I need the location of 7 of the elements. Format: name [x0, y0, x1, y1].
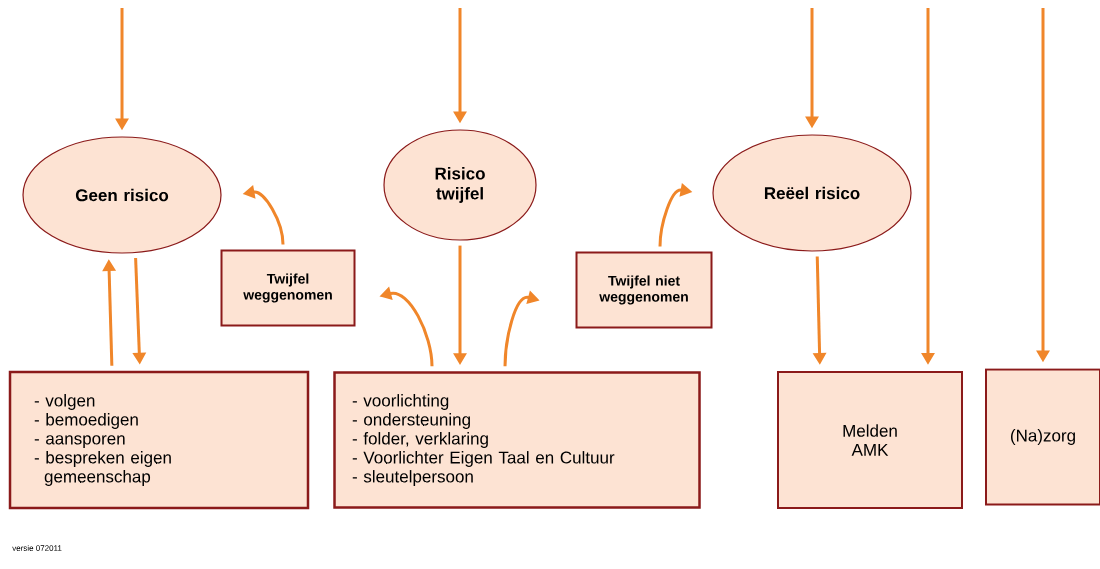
action-box: (Na)zorg: [985, 368, 1100, 506]
action-list-box: - voorlichting - ondersteuning - folder, verklaring - Voorlichter Eigen Taal en Cultuur - sleutelpersoon: [333, 371, 701, 509]
outcome-box: Twijfel weggenomen: [220, 249, 356, 327]
action-list-box: - volgen - bemoedigen - aansporen - bespreken eigen gemeenschap: [8, 370, 310, 510]
version-note: versie 072011: [12, 545, 62, 551]
outcome-box: Twijfel niet weggenomen: [575, 251, 713, 329]
action-box: Melden AMK: [777, 371, 963, 509]
